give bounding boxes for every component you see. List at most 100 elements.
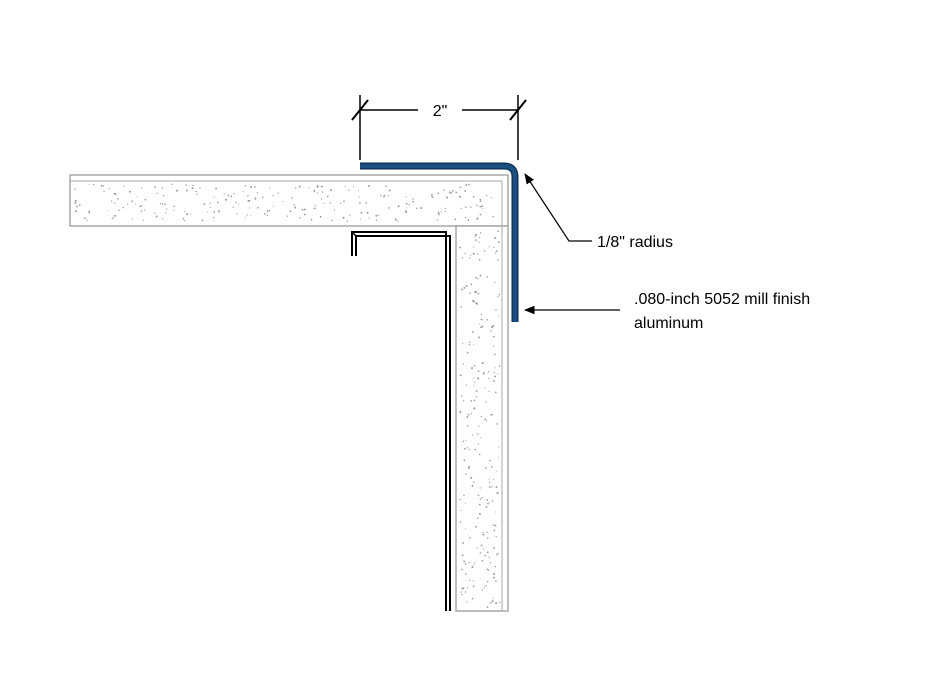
texture-dot (474, 381, 476, 383)
texture-dot (250, 214, 252, 216)
texture-dot (464, 190, 467, 192)
texture-dot (472, 195, 475, 198)
texture-dot (492, 215, 494, 218)
texture-dot (394, 218, 397, 221)
texture-dot (217, 201, 219, 204)
texture-dot (470, 283, 473, 286)
texture-dot (468, 341, 471, 343)
texture-dot (388, 207, 390, 209)
texture-dot (498, 446, 500, 448)
texture-dot (436, 219, 439, 221)
texture-dot (114, 214, 116, 217)
texture-dot (482, 548, 484, 550)
texture-dot (88, 211, 91, 214)
aluminum-corner-trim (360, 162, 519, 322)
texture-dot (294, 206, 297, 209)
texture-dot (498, 241, 500, 243)
texture-dot (360, 218, 362, 220)
texture-dot (404, 210, 407, 212)
texture-dot (247, 195, 249, 197)
texture-dot (497, 295, 499, 298)
texture-dot (490, 330, 492, 332)
texture-dot (478, 512, 481, 515)
texture-dot (83, 217, 86, 220)
texture-dot (102, 185, 105, 187)
texture-dot (479, 198, 482, 201)
texture-dot (493, 573, 495, 575)
texture-dot (488, 478, 490, 480)
texture-dot (443, 189, 445, 191)
texture-dot (491, 486, 493, 488)
texture-dot (383, 195, 385, 198)
texture-dot (477, 377, 480, 380)
texture-dot (78, 204, 81, 206)
texture-dot (486, 580, 489, 583)
texture-dot (74, 201, 77, 204)
texture-dot (471, 434, 474, 436)
texture-dot (199, 187, 201, 190)
texture-dot (476, 433, 479, 435)
texture-dot (412, 200, 415, 203)
texture-dot (485, 506, 488, 508)
texture-dot (477, 292, 480, 295)
texture-dot (286, 215, 289, 217)
texture-dot (485, 401, 487, 403)
texture-dot (343, 200, 345, 203)
texture-dot (489, 562, 492, 564)
texture-dot (282, 200, 284, 203)
texture-dot (470, 206, 472, 208)
texture-dot (461, 593, 463, 596)
panel-texture (459, 230, 501, 608)
texture-dot (461, 587, 464, 590)
texture-dot (368, 185, 370, 188)
texture-dot (490, 466, 493, 468)
texture-dot (213, 196, 215, 198)
texture-dot (384, 185, 387, 188)
texture-dot (463, 286, 466, 289)
texture-dot (497, 259, 499, 261)
texture-dot (140, 187, 143, 189)
texture-dot (486, 568, 489, 571)
texture-dot (430, 193, 433, 196)
texture-dot (488, 486, 491, 488)
texture-dot (477, 370, 480, 372)
texture-dot (333, 209, 336, 211)
texture-dot (494, 236, 496, 238)
texture-dot (460, 395, 463, 397)
texture-dot (461, 288, 464, 291)
texture-dot (467, 219, 470, 222)
texture-dot (466, 587, 469, 589)
texture-dot (462, 342, 464, 345)
texture-dot (478, 503, 481, 506)
texture-dot (340, 202, 342, 205)
texture-dot (164, 203, 166, 205)
texture-dot (242, 191, 245, 193)
texture-dot (238, 203, 240, 205)
texture-dot (495, 511, 497, 513)
texture-dot (301, 208, 304, 211)
texture-dot (463, 494, 465, 497)
texture-dot (484, 418, 487, 421)
texture-dot (471, 367, 473, 370)
texture-dot (482, 533, 485, 536)
texture-dot (397, 205, 400, 208)
texture-dot (465, 184, 467, 187)
texture-dot (331, 219, 333, 222)
texture-dot (253, 186, 256, 188)
texture-dot (478, 425, 480, 427)
texture-dot (397, 220, 399, 222)
texture-dot (495, 602, 498, 605)
texture-dot (451, 190, 454, 192)
texture-dot (477, 278, 479, 280)
texture-dot (489, 501, 491, 504)
texture-dot (294, 205, 296, 207)
texture-dot (230, 195, 232, 198)
texture-dot (459, 498, 461, 501)
texture-dot (131, 200, 133, 202)
texture-dot (474, 233, 477, 236)
texture-dot (303, 213, 306, 216)
texture-dot (479, 200, 482, 202)
texture-dot (493, 371, 495, 374)
texture-dot (76, 205, 78, 208)
texture-dot (459, 412, 461, 414)
